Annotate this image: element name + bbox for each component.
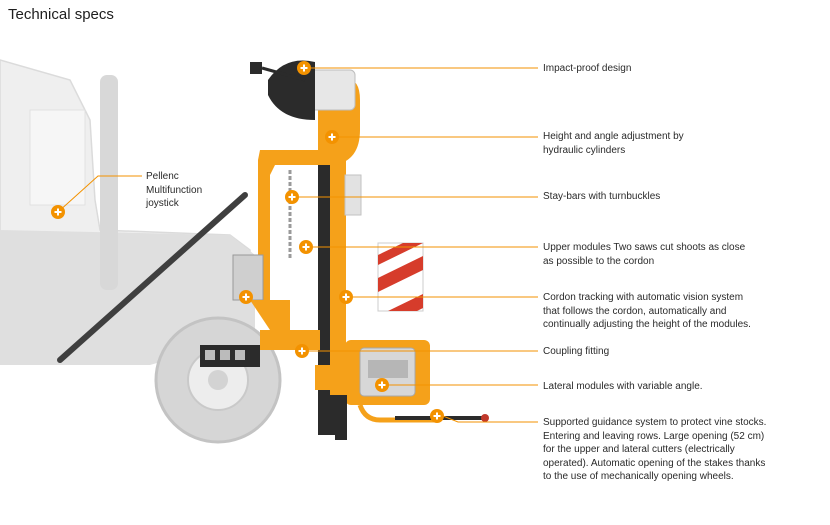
plus-circle-icon[interactable] xyxy=(295,344,309,358)
plus-circle-icon[interactable] xyxy=(239,290,253,304)
plus-circle-icon[interactable] xyxy=(375,378,389,392)
plus-circle-icon[interactable] xyxy=(339,290,353,304)
plus-circle-icon[interactable] xyxy=(51,205,65,219)
callout-height-adjustment: Height and angle adjustment by hydraulic… xyxy=(543,131,684,156)
callout-cordon-tracking: Cordon tracking with automatic vision sy… xyxy=(543,292,751,330)
plus-circle-icon[interactable] xyxy=(299,240,313,254)
callout-upper-modules: Upper modules Two saws cut shoots as clo… xyxy=(543,242,746,267)
callout-coupling-fitting: Coupling fitting xyxy=(543,346,610,357)
plus-circle-icon[interactable] xyxy=(325,130,339,144)
plus-circle-icon[interactable] xyxy=(297,61,311,75)
plus-circle-icon[interactable] xyxy=(285,190,299,204)
callout-stay-bars: Stay-bars with turnbuckles xyxy=(543,191,661,202)
callout-joystick: Pellenc Multifunction joystick xyxy=(146,171,203,209)
hotspots xyxy=(51,61,444,423)
callout-guidance-system: Supported guidance system to protect vin… xyxy=(543,417,767,482)
tractor-illustration xyxy=(0,59,282,444)
page-title: Technical specs xyxy=(8,6,114,23)
trimmer-machine xyxy=(200,60,489,440)
callout-lateral-modules: Lateral modules with variable angle. xyxy=(543,381,703,392)
callout-impact-proof: Impact-proof design xyxy=(543,63,632,74)
callout-leaders xyxy=(57,67,538,423)
plus-circle-icon[interactable] xyxy=(430,409,444,423)
